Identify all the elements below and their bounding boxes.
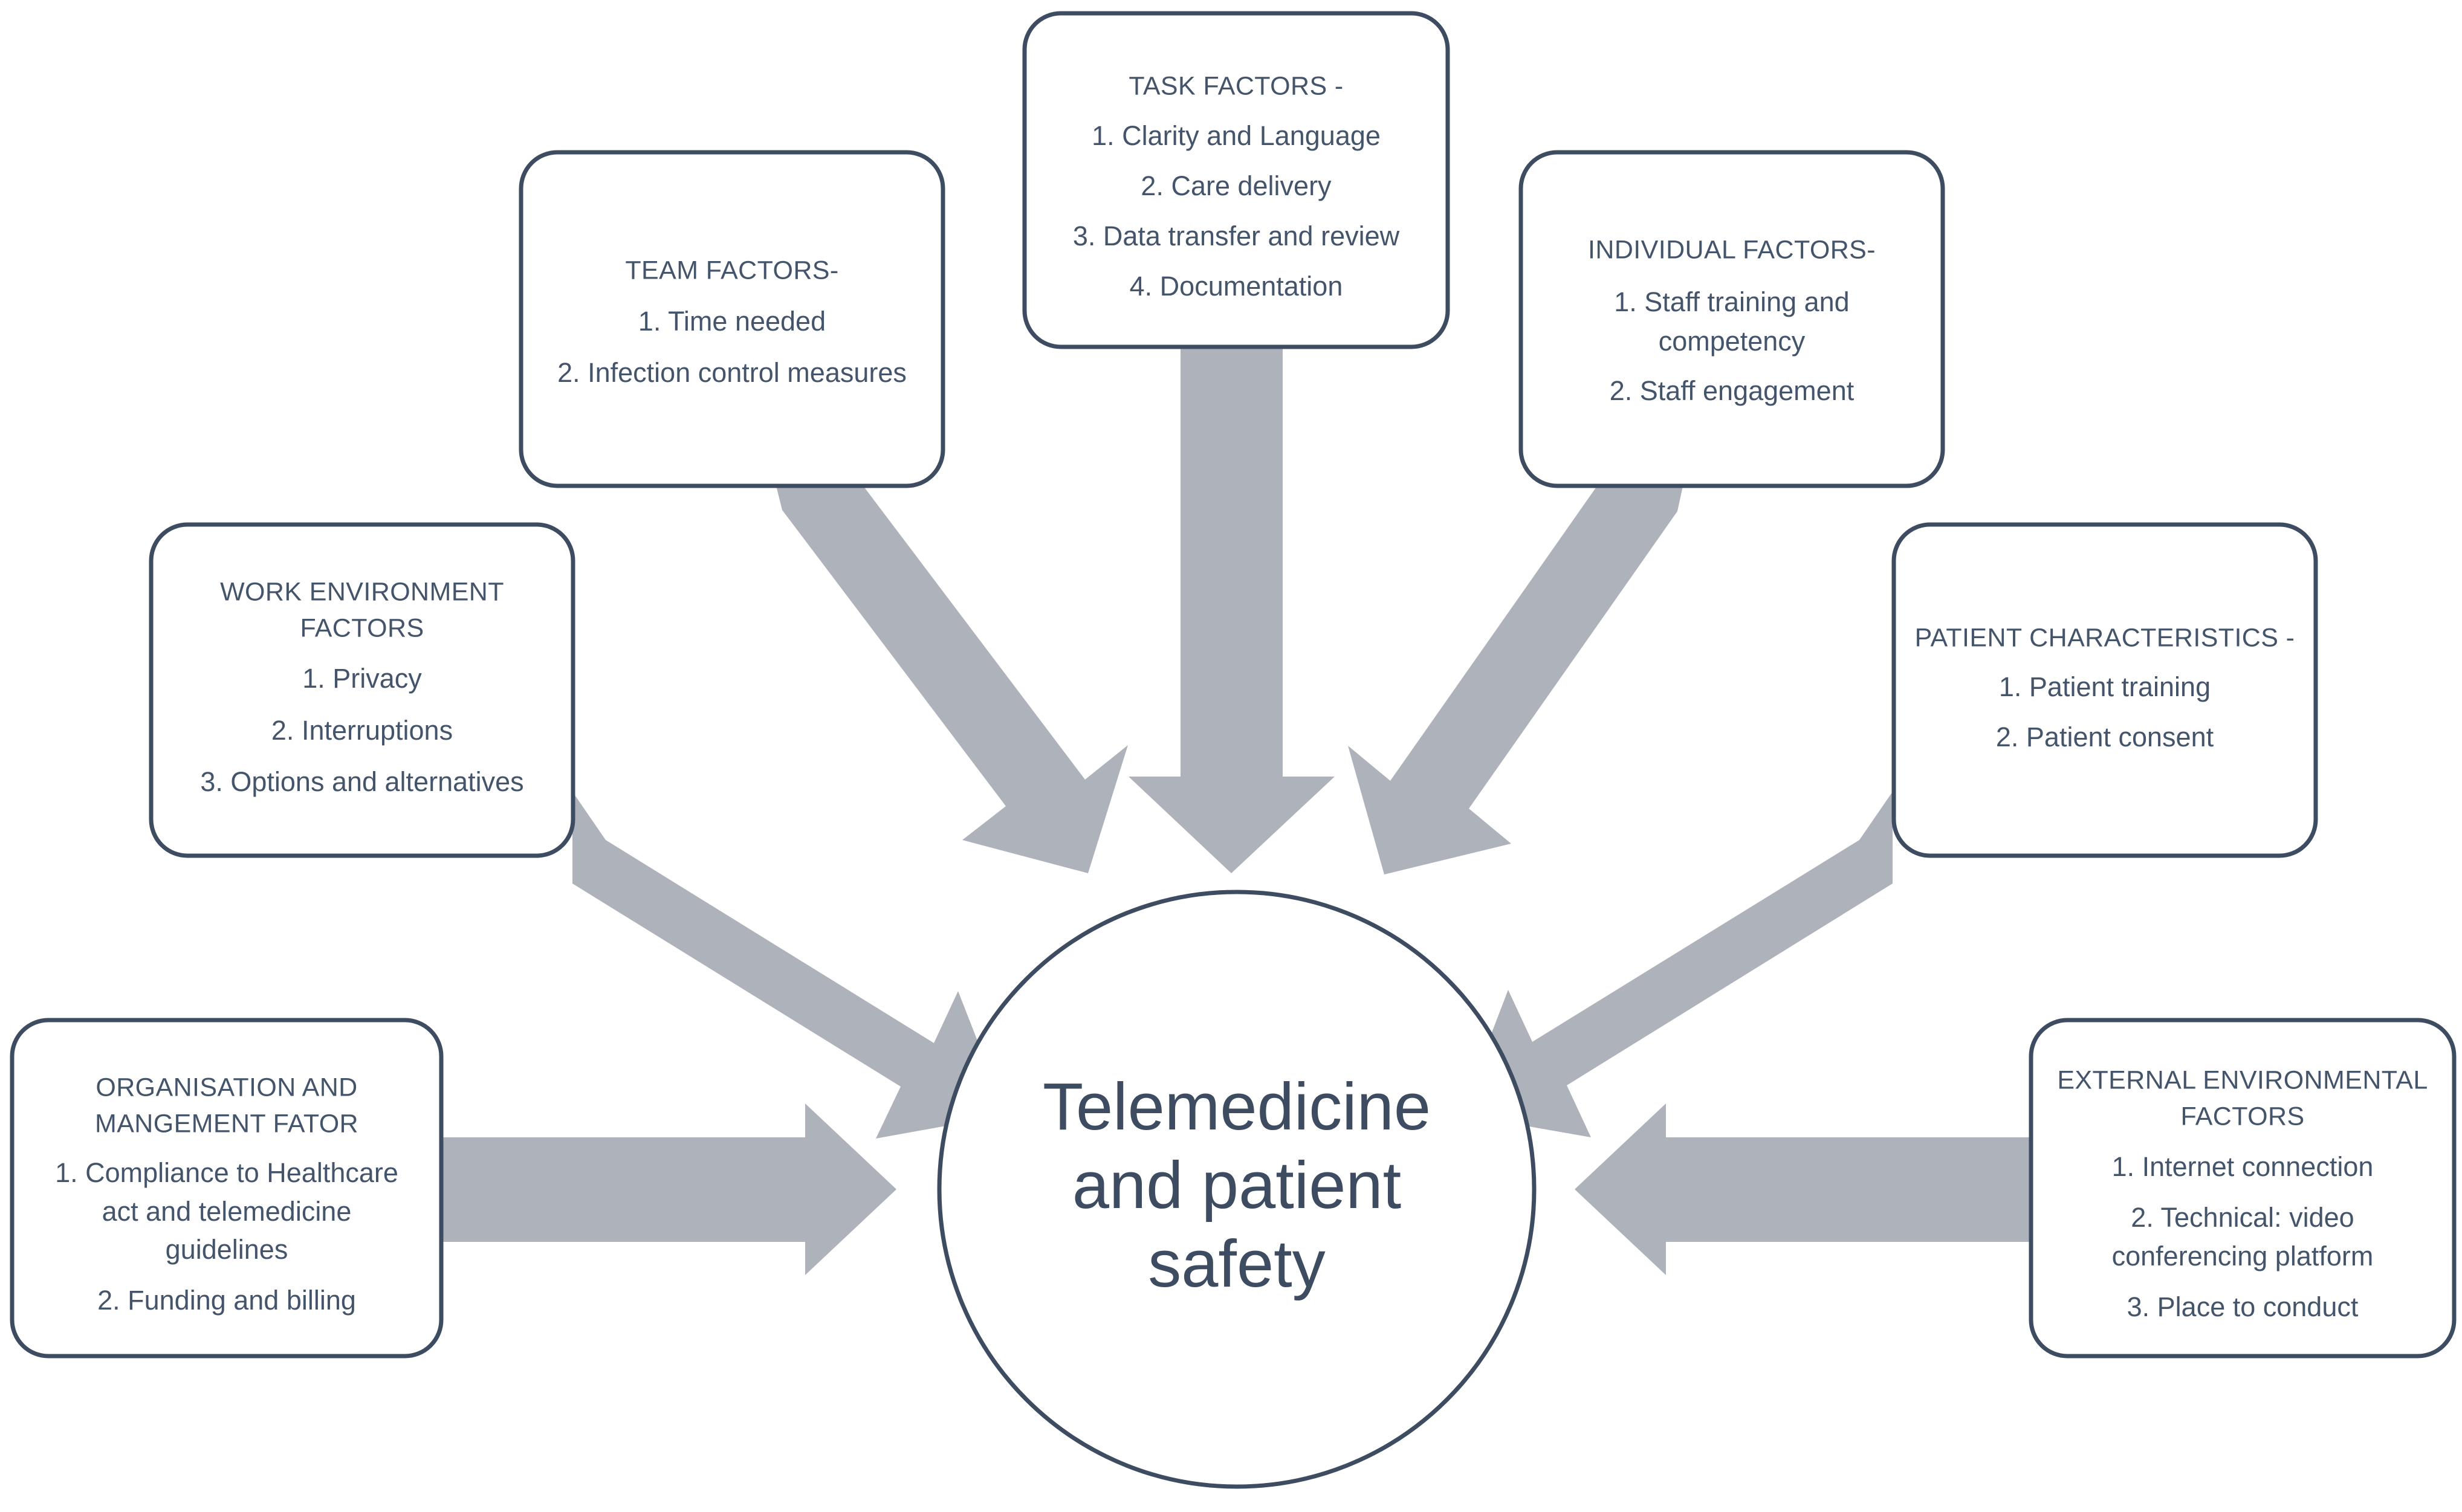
arrow-task-to-center [1129, 338, 1335, 873]
work-environment-title-line-1: WORK ENVIRONMENT [220, 577, 504, 606]
work-environment-factors-box[interactable] [149, 522, 575, 858]
patient-characteristics-item-2: 2. Patient consent [1996, 722, 2214, 752]
node-team-factors[interactable]: TEAM FACTORS- 1. Time needed 2. Infectio… [519, 150, 945, 488]
patient-characteristics-item-1: 1. Patient training [1999, 671, 2211, 702]
node-organisation-and-management-factor[interactable]: ORGANISATION AND MANGEMENT FATOR 1. Comp… [10, 1018, 444, 1359]
node-external-environmental-factors[interactable]: EXTERNAL ENVIRONMENTAL FACTORS 1. Intern… [2029, 1018, 2457, 1359]
organisation-item-1-line-1: 1. Compliance to Healthcare [55, 1157, 398, 1188]
individual-factors-box[interactable] [1518, 150, 1945, 488]
external-item-2-line-1: 2. Technical: video [2131, 1202, 2354, 1233]
work-environment-title-line-2: FACTORS [300, 613, 424, 642]
individual-factors-item-2: 2. Staff engagement [1610, 375, 1855, 406]
node-individual-factors[interactable]: INDIVIDUAL FACTORS- 1. Staff training an… [1518, 150, 1945, 488]
node-task-factors[interactable]: TASK FACTORS - 1. Clarity and Language 2… [1022, 11, 1450, 349]
organisation-management-box[interactable] [10, 1018, 444, 1359]
task-factors-title: TASK FACTORS - [1129, 71, 1343, 100]
organisation-title-line-2: MANGEMENT FATOR [95, 1109, 358, 1138]
external-environmental-box[interactable] [2029, 1018, 2457, 1359]
patient-characteristics-title: PATIENT CHARACTERISTICS - [1915, 623, 2295, 652]
individual-factors-title: INDIVIDUAL FACTORS- [1588, 235, 1876, 264]
center-label-line-1: Telemedicine [1043, 1070, 1431, 1144]
organisation-item-1-line-3: guidelines [166, 1234, 288, 1265]
arrow-patient-characteristics-to-center [1460, 792, 1893, 1137]
task-factors-item-4: 4. Documentation [1130, 271, 1343, 302]
arrow-work-environment-to-center [572, 792, 1006, 1139]
arrow-team-to-center [776, 483, 1128, 873]
external-item-1: 1. Internet connection [2112, 1151, 2374, 1182]
external-title-line-2: FACTORS [2180, 1102, 2304, 1131]
team-factors-item-1: 1. Time needed [638, 306, 826, 337]
center-label-line-3: safety [1148, 1227, 1325, 1301]
individual-factors-item-1-line-1: 1. Staff training and [1614, 286, 1849, 317]
external-item-3: 3. Place to conduct [2127, 1291, 2359, 1322]
task-factors-item-1: 1. Clarity and Language [1092, 120, 1381, 151]
organisation-item-2: 2. Funding and billing [97, 1285, 356, 1316]
task-factors-item-2: 2. Care delivery [1141, 170, 1332, 201]
external-item-2-line-2: conferencing platform [2112, 1241, 2374, 1271]
task-factors-box[interactable] [1022, 11, 1450, 349]
task-factors-item-3: 3. Data transfer and review [1073, 221, 1400, 251]
arrow-organisation-to-center [432, 1103, 896, 1275]
arrow-layer [432, 338, 2038, 1275]
work-environment-item-3: 3. Options and alternatives [200, 766, 523, 797]
arrow-external-environmental-to-center [1575, 1103, 2038, 1275]
center-label-line-2: and patient [1072, 1148, 1401, 1223]
node-work-environment-factors[interactable]: WORK ENVIRONMENT FACTORS 1. Privacy 2. I… [149, 522, 575, 858]
work-environment-item-1: 1. Privacy [302, 663, 422, 694]
external-title-line-1: EXTERNAL ENVIRONMENTAL [2057, 1065, 2428, 1094]
node-patient-characteristics[interactable]: PATIENT CHARACTERISTICS - 1. Patient tra… [1891, 522, 2318, 858]
organisation-item-1-line-2: act and telemedicine [102, 1196, 352, 1227]
team-factors-item-2: 2. Infection control measures [557, 357, 907, 388]
arrow-individual-to-center [1348, 483, 1683, 874]
team-factors-title: TEAM FACTORS- [625, 256, 838, 285]
team-factors-box[interactable] [519, 150, 945, 488]
patient-characteristics-box[interactable] [1891, 522, 2318, 858]
individual-factors-item-1-line-2: competency [1659, 326, 1806, 357]
work-environment-item-2: 2. Interruptions [271, 715, 453, 746]
organisation-title-line-1: ORGANISATION AND [96, 1073, 357, 1102]
center-node: Telemedicine and patient safety [937, 890, 1537, 1489]
center-circle-shape [937, 890, 1537, 1489]
